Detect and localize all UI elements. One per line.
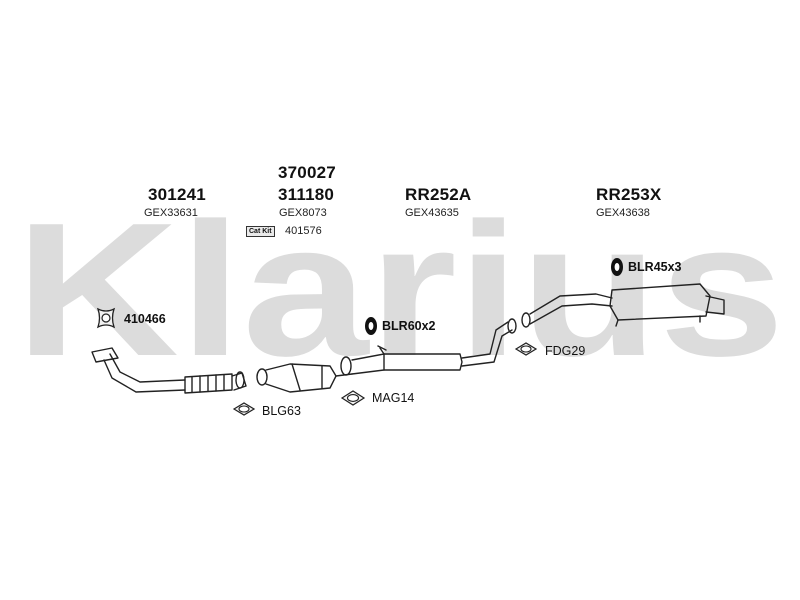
gasket-ring-icon — [514, 342, 538, 356]
cat-kit-number: 401576 — [285, 225, 322, 237]
part-number-370027: 370027 — [278, 163, 336, 182]
oe-reference: GEX43638 — [596, 207, 650, 219]
cat-kit-badge: Cat Kit — [246, 226, 275, 237]
oe-reference: GEX8073 — [279, 207, 327, 219]
fitting-code-mag14: MAG14 — [372, 391, 415, 405]
fitting-code-410466: 410466 — [124, 312, 166, 326]
front-pipe-301241 — [91, 347, 247, 394]
rubber-mount-icon — [365, 317, 377, 335]
oe-reference: GEX43635 — [405, 207, 459, 219]
fitting-code-fdg29: FDG29 — [545, 344, 586, 358]
oe-reference: GEX33631 — [144, 207, 198, 219]
middle-pipe-rr252a — [340, 318, 517, 376]
gasket-ring-icon — [232, 402, 256, 416]
part-number-301241: 301241 — [148, 185, 206, 204]
flange-gasket-icon — [96, 307, 116, 329]
catalytic-converter-311180 — [256, 363, 353, 393]
part-number-rr253x: RR253X — [596, 185, 662, 204]
rubber-mount-icon — [611, 258, 623, 276]
fitting-code-blr60x2: BLR60x2 — [382, 319, 436, 333]
part-number-311180: 311180 — [278, 185, 335, 204]
watermark-text: Klarius — [15, 184, 785, 396]
part-number-rr252a: RR252A — [405, 185, 472, 204]
fitting-code-blr45x3: BLR45x3 — [628, 260, 682, 274]
fitting-code-blg63: BLG63 — [262, 404, 301, 418]
rear-silencer-rr253x — [521, 283, 725, 328]
gasket-ring-icon — [340, 390, 366, 406]
